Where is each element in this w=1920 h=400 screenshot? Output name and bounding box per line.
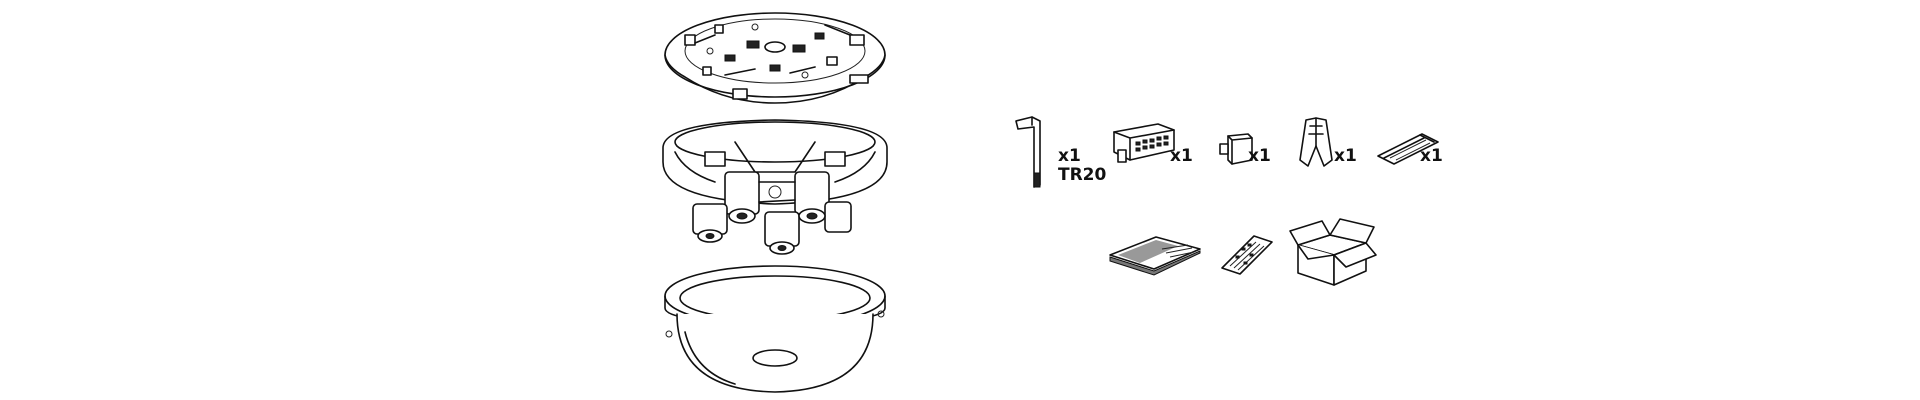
- desiccant-pack-quantity: x1: [1420, 146, 1443, 166]
- small-connector-icon: [1219, 133, 1253, 165]
- small-connector-quantity: x1: [1248, 146, 1271, 166]
- open-box-icon: [1289, 218, 1377, 286]
- camera-body-icon: [662, 119, 888, 255]
- terminal-connector-quantity: x1: [1170, 146, 1193, 166]
- hex-key-quantity: x1: [1058, 146, 1081, 166]
- dome-cover-icon: [664, 265, 886, 393]
- hex-key-size-label: TR20: [1058, 165, 1107, 185]
- hex-key-icon: [1015, 116, 1041, 188]
- wire-clip-icon: [1299, 117, 1333, 167]
- printed-manual-icon: [1109, 236, 1201, 276]
- terminal-connector-icon: [1113, 123, 1175, 163]
- wire-clip-quantity: x1: [1334, 146, 1357, 166]
- desiccant-pack-icon: [1377, 133, 1439, 165]
- mounting-plate-icon: [664, 12, 886, 104]
- label-sheet-icon: [1221, 235, 1273, 275]
